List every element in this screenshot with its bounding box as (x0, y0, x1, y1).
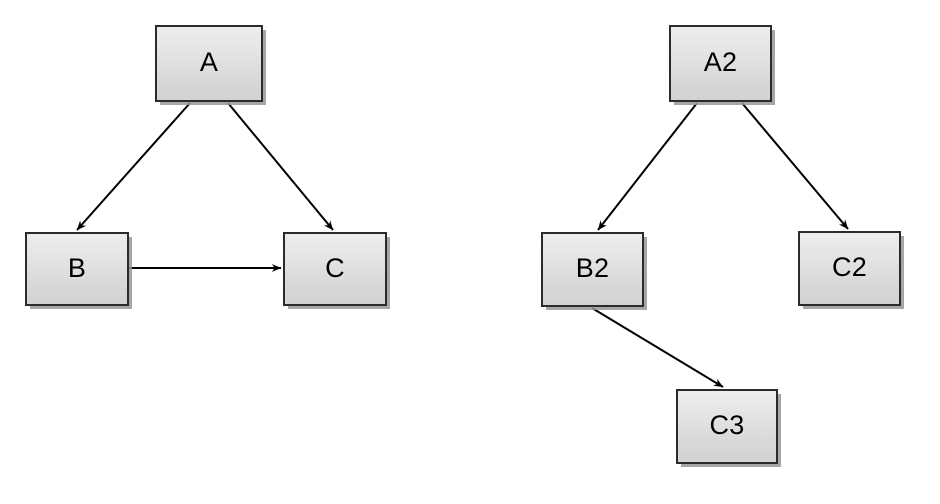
edge-a2-to-b2 (597, 102, 698, 231)
edge-a-to-c (227, 102, 334, 231)
node-label-c: C (325, 252, 345, 283)
node-label-c2: C2 (832, 252, 867, 282)
node-label-b2: B2 (575, 253, 610, 283)
node-b[interactable]: B (25, 232, 129, 306)
node-label-a2: A2 (703, 47, 738, 77)
node-label-b: B (67, 252, 87, 283)
node-label-a: A (199, 47, 219, 77)
node-c[interactable]: C (283, 232, 387, 306)
node-a2[interactable]: A2 (669, 25, 772, 102)
edge-a2-to-c2 (741, 102, 849, 230)
node-label-c3: C3 (709, 410, 745, 440)
edge-a-to-b (76, 102, 191, 231)
edge-b2-to-c3 (591, 307, 724, 388)
node-c2[interactable]: C2 (798, 231, 901, 306)
node-b2[interactable]: B2 (541, 232, 644, 307)
node-a[interactable]: A (155, 25, 263, 102)
edges-group (76, 102, 849, 388)
node-c3[interactable]: C3 (676, 389, 778, 464)
